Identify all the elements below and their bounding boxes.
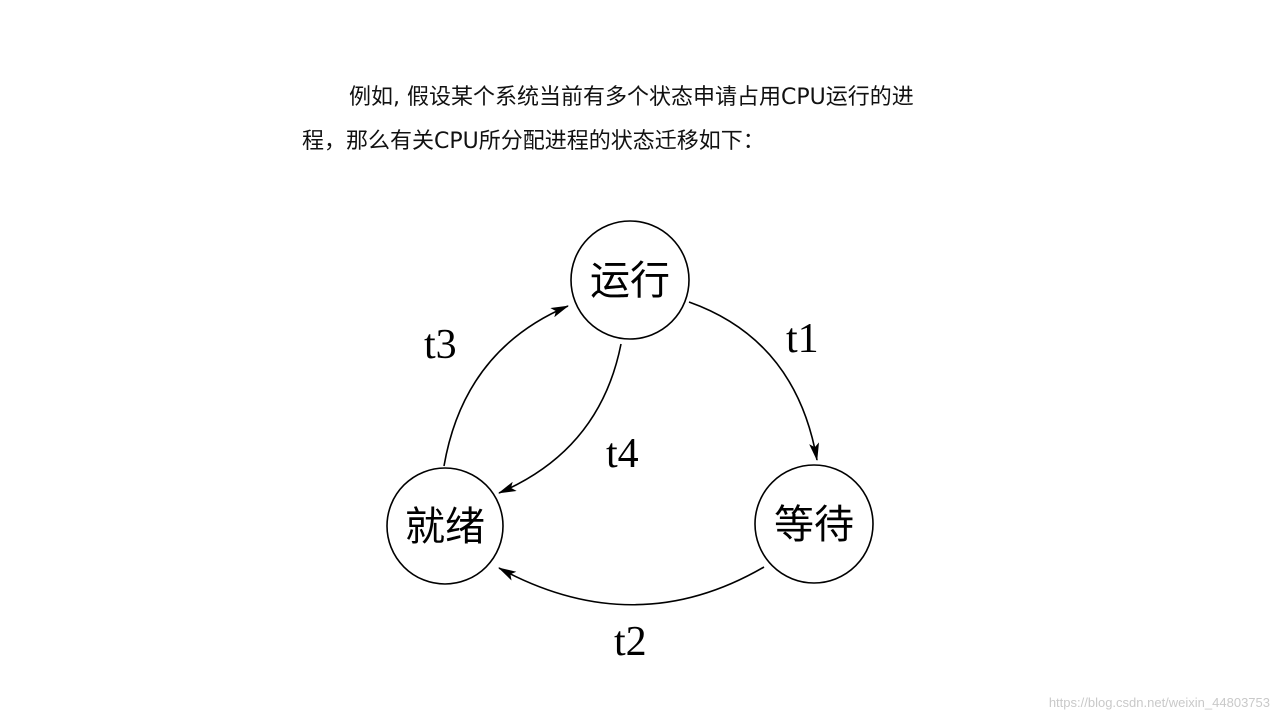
edge-t3-label: t3: [424, 322, 457, 368]
node-ready: 就绪: [386, 467, 504, 585]
edge-t2-label: t2: [614, 619, 647, 665]
node-waiting: 等待: [754, 464, 874, 584]
intro-text-line-2: 程，那么有关CPU所分配进程的状态迁移如下：: [302, 129, 765, 154]
node-ready-label: 就绪: [405, 504, 485, 550]
edge-t4-label: t4: [606, 431, 639, 477]
node-waiting-label: 等待: [774, 502, 854, 548]
edge-t3-arrow: [443, 305, 569, 467]
watermark: https://blog.csdn.net/weixin_44803753: [1048, 695, 1270, 710]
node-running: 运行: [570, 220, 690, 340]
edge-t1-label: t1: [786, 316, 819, 362]
edge-t4-arrow: [498, 343, 622, 494]
edge-t2-arrow: [498, 566, 765, 606]
node-running-label: 运行: [590, 258, 670, 304]
intro-text-line-1: 例如, 假设某个系统当前有多个状态申请占用CPU运行的进: [349, 85, 914, 110]
edge-t1-arrow: [688, 301, 819, 461]
